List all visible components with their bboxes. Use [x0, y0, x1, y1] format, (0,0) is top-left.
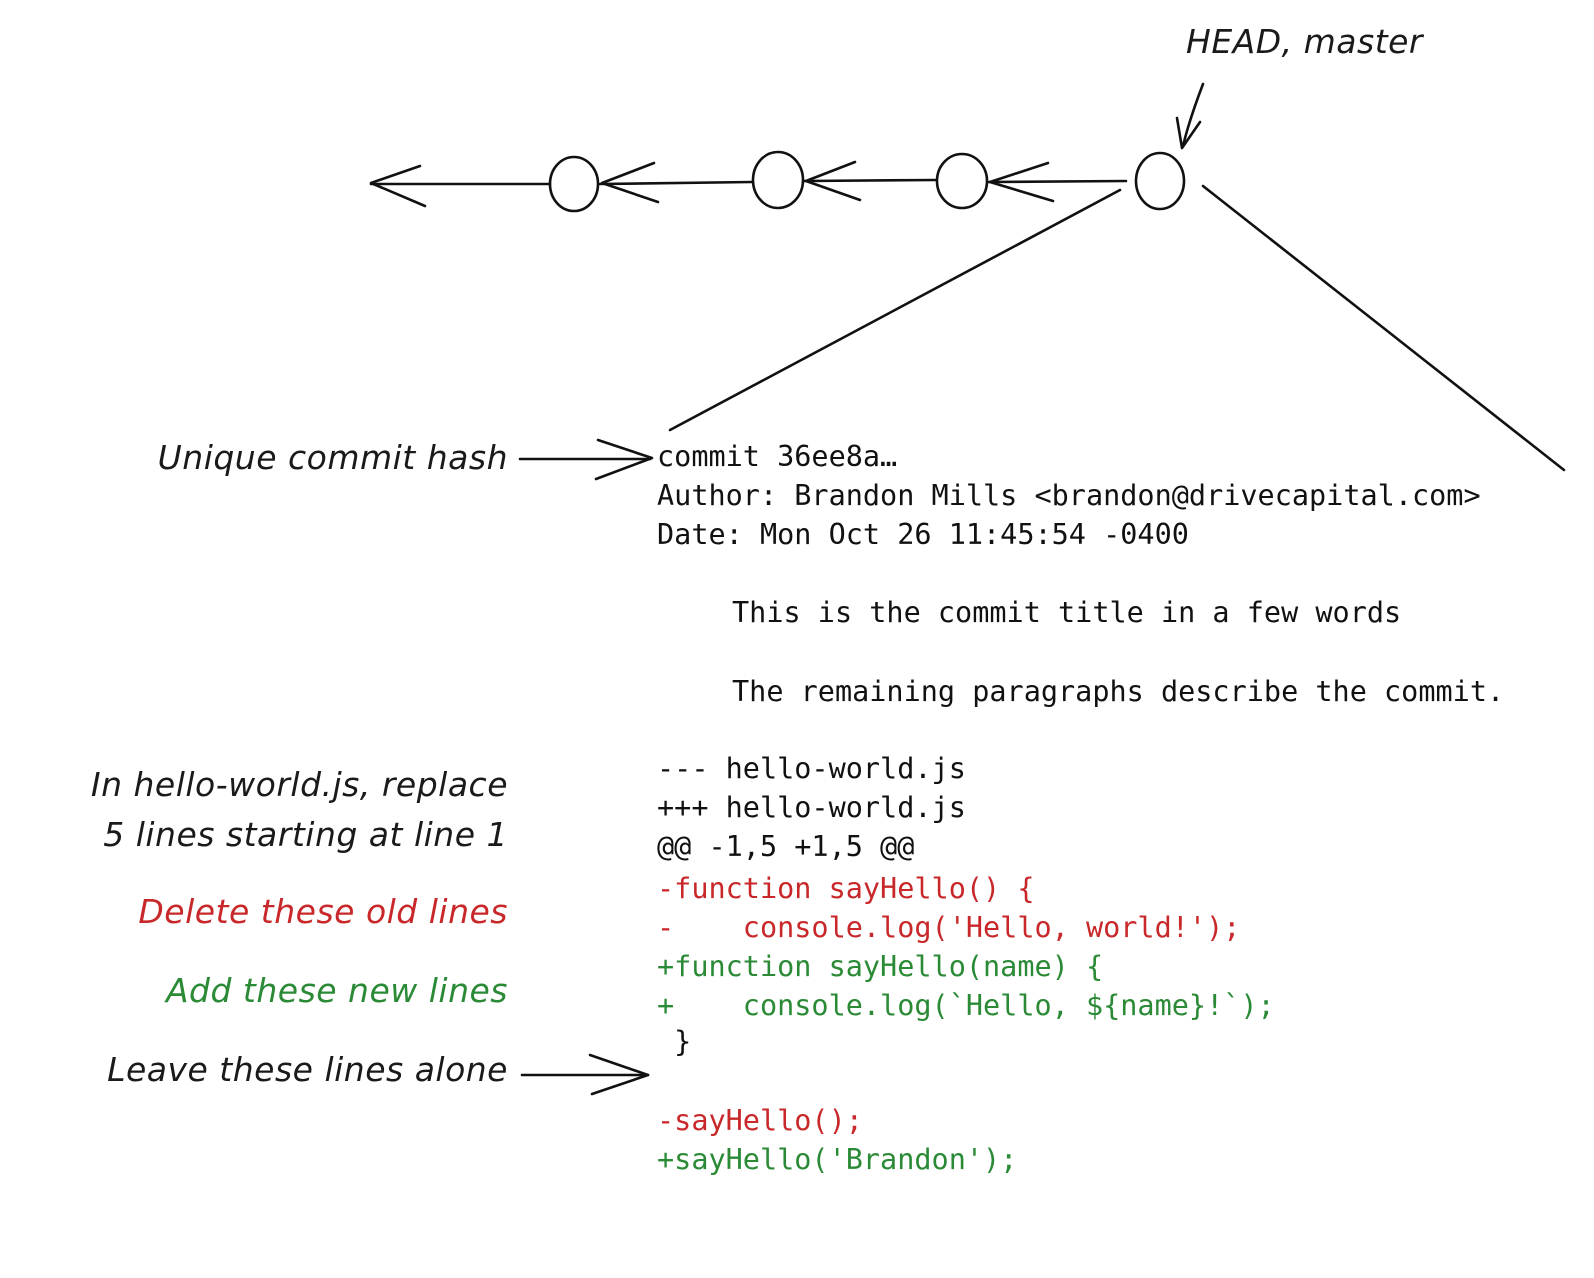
detail-connector-right	[1201, 184, 1566, 472]
head-pointer-arrow	[1181, 82, 1205, 148]
history-arrow-head	[369, 164, 427, 208]
commit-hash-line: commit 36ee8a…	[657, 440, 898, 473]
diff-line: - console.log('Hello, world!');	[657, 911, 1241, 944]
hash-annotation-arrow-head	[594, 438, 654, 481]
commit-body: The remaining paragraphs describe the co…	[732, 675, 1505, 708]
diff-new-file: +++ hello-world.js	[657, 791, 966, 824]
commit-node-1	[548, 155, 600, 213]
context-annotation-arrow-head	[588, 1053, 650, 1096]
commit-node-head	[1134, 151, 1186, 211]
annotation-hunk-header-line1: In hello-world.js, replace	[90, 765, 508, 804]
commit-title: This is the commit title in a few words	[732, 596, 1402, 629]
parent-link-head-3	[987, 179, 1128, 184]
diff-line: + console.log(`Hello, ${name}!`);	[657, 989, 1275, 1022]
ref-label-head-master: HEAD, master	[1186, 22, 1423, 61]
diff-line: }	[657, 1025, 692, 1058]
commit-date-line: Date: Mon Oct 26 11:45:54 -0400	[657, 518, 1189, 551]
parent-arrow-head-3	[988, 161, 1055, 203]
parent-link-3-2	[803, 178, 938, 183]
diff-line: -function sayHello() {	[657, 872, 1035, 905]
commit-node-3	[935, 152, 989, 210]
annotation-added-lines: Add these new lines	[165, 971, 508, 1010]
head-pointer-arrow-head	[1175, 116, 1202, 150]
annotation-hunk-header-line2: 5 lines starting at line 1	[103, 815, 508, 854]
diff-hunk-header: @@ -1,5 +1,5 @@	[657, 830, 915, 863]
annotation-context-lines: Leave these lines alone	[107, 1050, 508, 1089]
parent-link-2-1	[598, 180, 754, 186]
commit-author-line: Author: Brandon Mills <brandon@drivecapi…	[657, 479, 1481, 512]
diff-line: -sayHello();	[657, 1104, 863, 1137]
diff-line: +sayHello('Brandon');	[657, 1143, 1018, 1176]
detail-connector-left	[668, 188, 1122, 432]
annotation-commit-hash: Unique commit hash	[157, 438, 508, 477]
annotation-deleted-lines: Delete these old lines	[138, 892, 508, 931]
commit-node-2	[751, 150, 805, 210]
parent-arrow-head-1	[600, 161, 660, 204]
diff-line: +function sayHello(name) {	[657, 950, 1104, 983]
parent-arrow-head-2	[804, 160, 862, 202]
diff-old-file: --- hello-world.js	[657, 752, 966, 785]
